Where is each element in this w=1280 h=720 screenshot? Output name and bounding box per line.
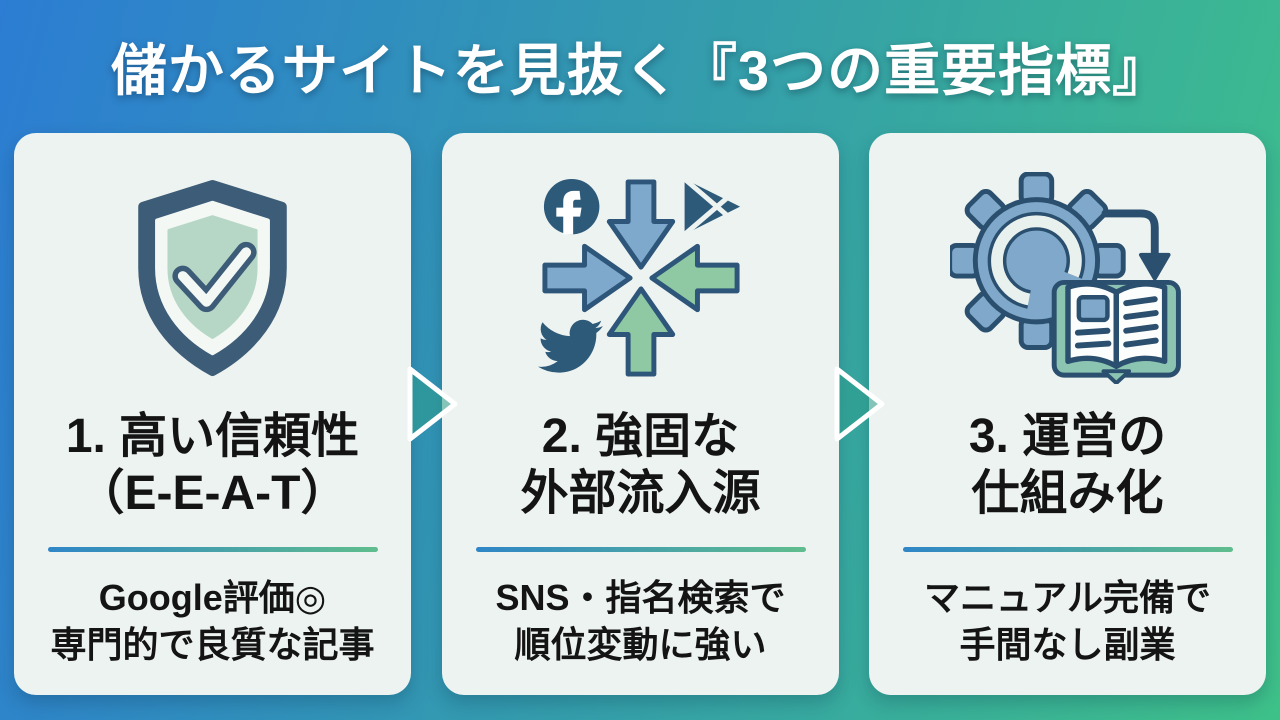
card-2-subtext: SNS・指名検索で 順位変動に強い — [495, 575, 785, 669]
chevron-right-icon — [834, 366, 885, 442]
card-1-subtext: Google評価◎ 専門的で良質な記事 — [50, 575, 374, 669]
card-subtext-line1: Google評価◎ — [98, 577, 327, 619]
facebook-icon — [543, 178, 599, 235]
card-heading-line1: 2. 強固な — [541, 410, 740, 463]
card-2-icon-area — [536, 159, 746, 397]
card-subtext-line2: 専門的で良質な記事 — [50, 624, 375, 666]
card-divider — [475, 547, 806, 553]
card-heading-line2: （E-E-A-T） — [76, 466, 349, 520]
card-subtext-line1: マニュアル完備で — [924, 577, 1211, 619]
card-heading-line2: 外部流入源 — [520, 466, 761, 520]
sns-convergence-icon — [537, 177, 740, 383]
left-arrow-icon — [651, 246, 736, 309]
right-arrow-icon — [544, 246, 629, 309]
down-arrow-icon — [609, 182, 672, 267]
google-play-icon — [682, 177, 740, 237]
chevron-right-icon — [407, 366, 458, 442]
gear-book-icon — [950, 172, 1181, 384]
twitter-icon — [537, 319, 603, 373]
card-divider — [47, 547, 378, 553]
up-arrow-icon — [609, 289, 672, 374]
open-book-icon — [1051, 279, 1181, 384]
card-heading-line1: 3. 運営の — [968, 410, 1167, 463]
shield-check-icon — [138, 179, 287, 377]
card-2-heading: 2. 強固な 外部流入源 — [520, 409, 760, 522]
card-3-icon-area — [950, 159, 1185, 397]
indicator-card-1: 1. 高い信頼性 （E-E-A-T） Google評価◎ 専門的で良質な記事 — [14, 133, 411, 695]
card-subtext-line1: SNS・指名検索で — [495, 577, 786, 619]
card-subtext-line2: 手間なし副業 — [959, 624, 1176, 666]
card-divider — [902, 547, 1233, 553]
card-1-heading: 1. 高い信頼性 （E-E-A-T） — [66, 409, 359, 522]
card-heading-line1: 1. 高い信頼性 — [65, 410, 360, 463]
card-3-heading: 3. 運営の 仕組み化 — [969, 409, 1166, 522]
indicator-card-2: 2. 強固な 外部流入源 SNS・指名検索で 順位変動に強い — [442, 133, 839, 695]
card-3-subtext: マニュアル完備で 手間なし副業 — [924, 575, 1211, 669]
card-1-icon-area — [120, 159, 305, 397]
indicator-card-3: 3. 運営の 仕組み化 マニュアル完備で 手間なし副業 — [869, 133, 1266, 695]
card-subtext-line2: 順位変動に強い — [514, 624, 767, 666]
header-bar: 儲かるサイトを見抜く『3つの重要指標』 — [0, 0, 1280, 133]
page-title: 儲かるサイトを見抜く『3つの重要指標』 — [110, 39, 1170, 102]
curved-arrow-icon — [1101, 209, 1171, 281]
card-heading-line2: 仕組み化 — [971, 466, 1164, 520]
